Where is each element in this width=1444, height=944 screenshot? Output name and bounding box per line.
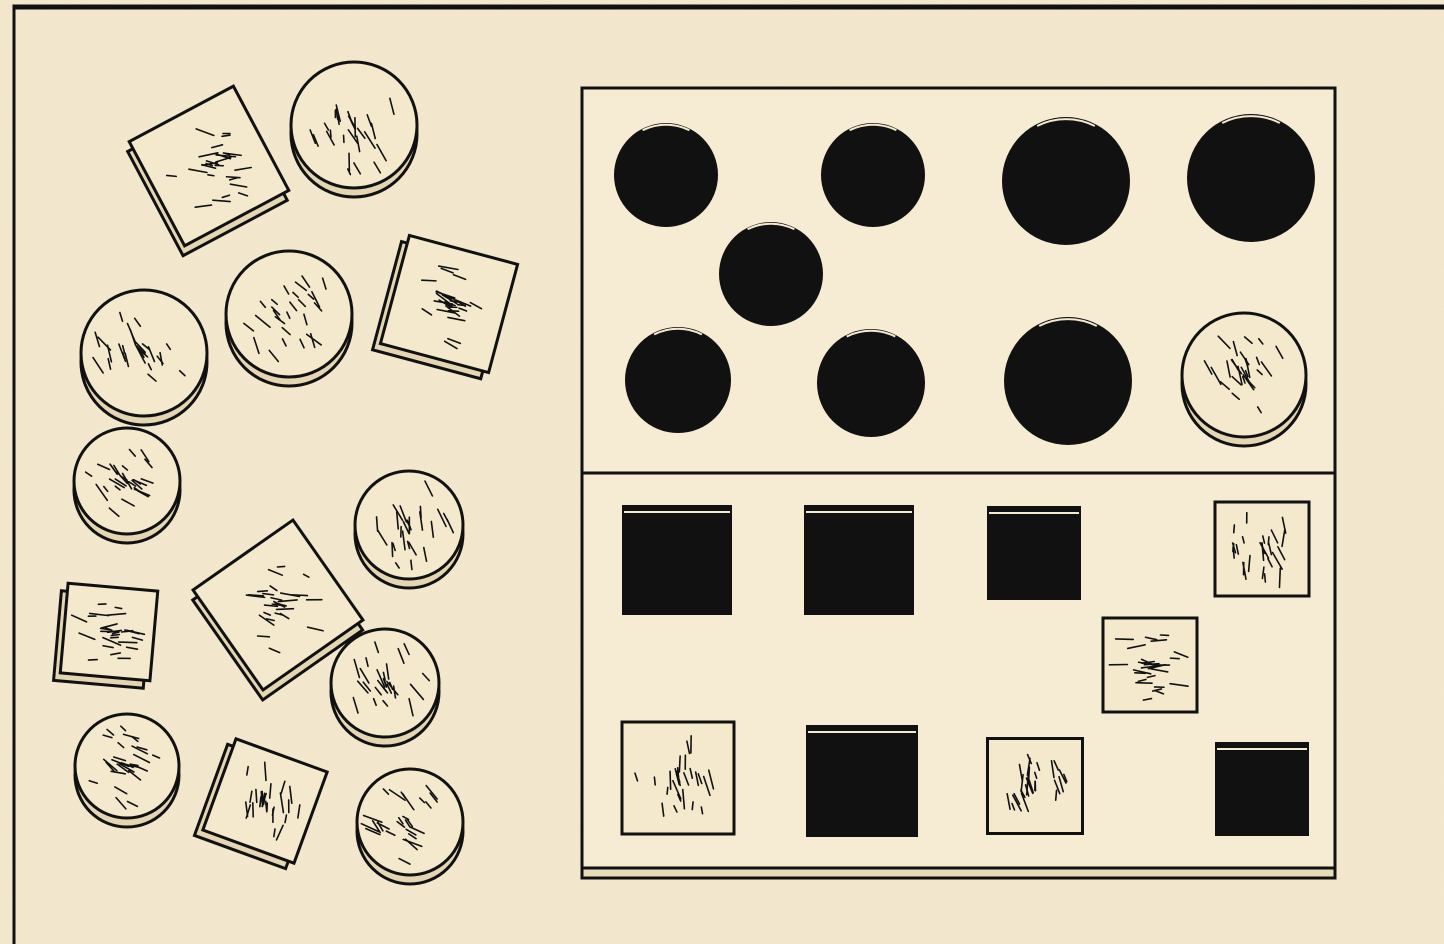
sorted-light-square-token [1103, 618, 1197, 712]
sorting-board [582, 88, 1335, 878]
sorted-black-circle-token [1002, 117, 1130, 245]
loose-light-circle-token [331, 629, 439, 746]
loose-light-circle-token [74, 428, 180, 543]
sorted-light-square-token [622, 722, 734, 834]
loose-light-square-token [54, 583, 158, 689]
loose-light-circle-token [357, 769, 463, 884]
sorted-black-square-token [987, 506, 1081, 600]
sorted-light-circle-token [1182, 313, 1306, 446]
sorted-black-circle-token [719, 222, 823, 326]
loose-light-circle-token [75, 714, 179, 827]
sorted-black-square-token [804, 505, 914, 615]
loose-light-circle-token [226, 251, 352, 386]
sorted-black-square-token [806, 725, 918, 837]
sorted-black-circle-token [1004, 317, 1132, 445]
loose-light-circle-token [355, 471, 463, 588]
sorted-black-square-token [622, 505, 732, 615]
sorted-light-square-token [1215, 502, 1309, 596]
sorted-black-square-token [1215, 742, 1309, 836]
sorted-black-circle-token [1187, 114, 1315, 242]
loose-light-circle-token [81, 290, 207, 425]
sorted-light-square-token [988, 739, 1083, 834]
sorted-black-circle-token [625, 327, 731, 433]
sorted-black-circle-token [821, 123, 925, 227]
loose-light-circle-token [291, 62, 417, 197]
sorted-black-circle-token [817, 329, 925, 437]
sorted-black-circle-token [614, 123, 718, 227]
